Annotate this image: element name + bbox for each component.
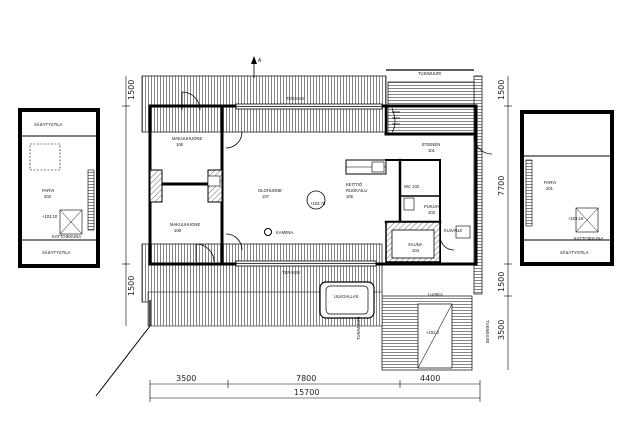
label-olohuone: OLOHUONE — [258, 188, 282, 193]
label-ruokailu: RUOKAILU — [346, 188, 367, 193]
label-makuuhuone-108-no: 108 — [174, 228, 182, 233]
label-right-kattoikkuna: KATTOIKKUNA — [574, 236, 603, 241]
label-left-parvi-no: 202 — [44, 194, 52, 199]
terrace-right-strip — [473, 75, 483, 295]
label-keittio-no: 105 — [346, 194, 354, 199]
dim-bottom-1: 3500 — [176, 374, 196, 383]
entry-stair-area — [387, 81, 475, 135]
label-kamiina: KAMIINA — [276, 230, 293, 235]
label-ulkoallas: ULKOALLAS — [334, 294, 359, 299]
label-pukuh-no: 103 — [428, 210, 436, 215]
dim-left-2: 1500 — [127, 276, 136, 296]
dim-right-4: 3500 — [497, 320, 506, 340]
label-left-saily-top: SÄILYTYSTILA — [34, 122, 63, 127]
label-left-parvi: PARVI — [42, 188, 54, 193]
label-terassi-top: TERASSI — [286, 96, 304, 101]
label-eteinen-no: 101 — [428, 148, 436, 153]
label-keittio: KEITTIÖ — [346, 182, 363, 187]
label-left-saily-bottom: SÄILYTYSTILA — [42, 250, 71, 255]
label-right-parvi: PARVI — [544, 180, 556, 185]
label-tukimuuri-right: TUKIMUURI — [485, 320, 490, 343]
label-pukuh: PUKUH. — [424, 204, 440, 209]
dim-bottom-total: 15700 — [294, 388, 319, 397]
label-luiska: LUISKA — [428, 292, 443, 297]
dim-right-1: 1500 — [497, 80, 506, 100]
section-mark: A — [258, 58, 262, 64]
level-left: +103.10 — [42, 214, 58, 219]
right-loft — [520, 110, 614, 266]
label-right-saily-bottom: SÄILYTYSTILA — [560, 250, 589, 255]
label-right-parvi-no: 201 — [546, 186, 554, 191]
entry-stairs — [391, 107, 400, 133]
level-ramp: +102.0 — [426, 330, 440, 335]
level-marker-main — [306, 190, 326, 210]
label-sauna: SAUNA — [408, 242, 423, 247]
level-main: +103.70 — [310, 201, 326, 206]
windows-top — [235, 103, 383, 267]
label-eteinen: ETEINEN — [422, 142, 440, 147]
doors — [181, 91, 493, 263]
dim-bottom-3: 4400 — [420, 374, 440, 383]
label-terassi-bottom: TERASSI — [282, 270, 300, 275]
label-makuuhuone-108: MAKUUHUONE — [170, 222, 200, 227]
kamiina-stove — [264, 228, 272, 236]
dimension-lines — [122, 76, 512, 402]
label-kuivaus: KUIVAUS — [444, 228, 462, 233]
level-right: +103.10 — [568, 216, 584, 221]
label-olohuone-no: 107 — [262, 194, 270, 199]
label-wc: WC 102 — [404, 184, 420, 189]
dim-bottom-2: 7800 — [296, 374, 316, 383]
label-tukimuuri-left: TUKIMUURI — [356, 317, 361, 340]
label-makuuhuone-106: MAKUUHUONE — [172, 136, 202, 141]
label-makuuhuone-106-no: 106 — [176, 142, 184, 147]
label-sauna-no: 104 — [412, 248, 420, 253]
dim-left-1: 1500 — [127, 80, 136, 100]
label-left-kattoikkuna: KATTOIKKUNA — [52, 234, 81, 239]
dim-right-3: 1500 — [497, 272, 506, 292]
dim-right-2: 7700 — [497, 176, 506, 196]
label-tukimuuri-top: TUKIMUURI — [418, 71, 441, 76]
left-loft — [18, 108, 100, 268]
